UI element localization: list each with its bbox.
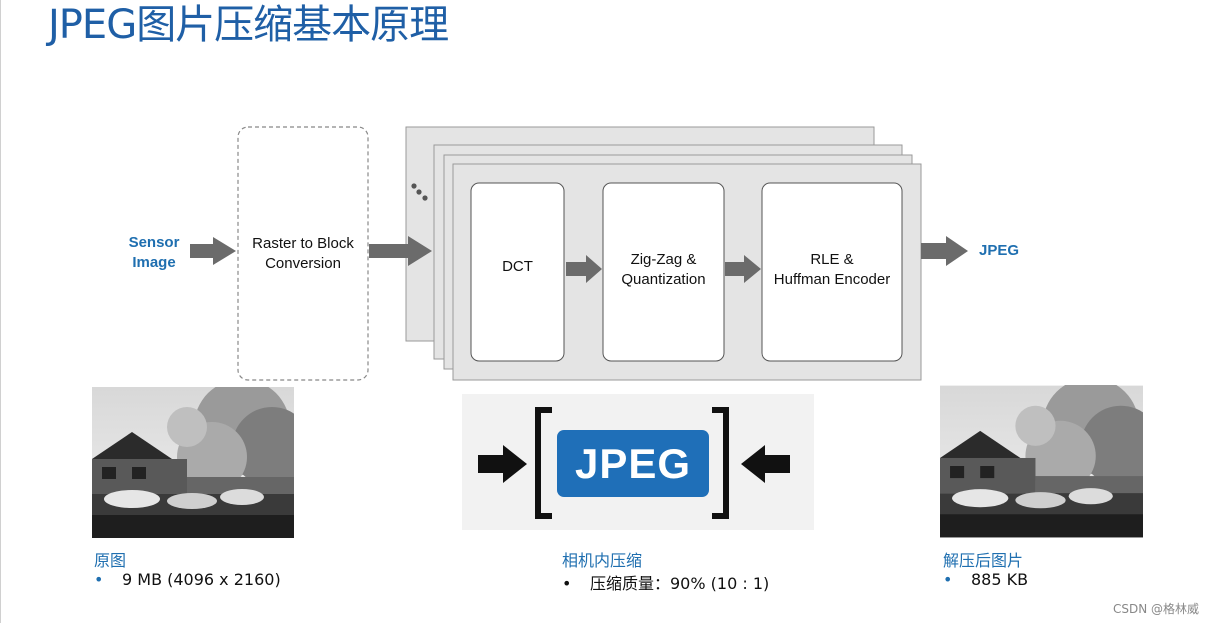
camera-bullet: • 压缩质量：90% (10 : 1) [562,570,769,594]
jpeg-compress-graphic [462,394,814,530]
bullet-dot: • [94,570,104,589]
page-title: JPEG图片压缩基本原理 [48,2,449,48]
decompressed-bullet: • 885 KB [943,570,1028,589]
original-size: 9 MB (4096 x 2160) [122,570,281,589]
original-bullet: • 9 MB (4096 x 2160) [94,570,281,589]
arrow-left-icon [741,445,790,483]
arrow-icon [725,255,761,283]
arrow-icon [566,255,602,283]
jpeg-badge [557,430,709,497]
original-caption: 原图 [94,551,127,570]
bullet-dot: • [562,574,572,593]
raster-label: Raster to Block Conversion [252,234,354,272]
sensor-image-label: Sensor Image [128,234,180,271]
left-border [0,0,1,623]
arrow-icon [190,237,236,265]
decompressed-caption: 解压后图片 [943,551,1024,570]
right-bracket-icon [712,407,729,519]
zigzag-label: Zig-Zag & Quantization [621,251,706,288]
left-bracket-icon [535,407,552,519]
jpeg-output-label: JPEG [978,242,1020,259]
rle-label: RLE & Huffman Encoder [773,251,891,288]
dct-box [470,182,565,362]
bullet-dot: • [943,570,953,589]
raster-box [237,126,369,381]
ellipsis-dot [422,195,428,201]
ellipsis-dot [411,183,417,189]
arrow-icon [921,236,968,266]
jpeg-badge-text: JPEG [574,439,692,487]
zigzag-box [602,182,725,362]
rle-box [761,182,903,362]
ellipsis-dot [416,189,422,195]
arrow-right-icon [478,445,527,483]
camera-quality: 压缩质量：90% (10 : 1) [590,574,770,593]
watermark: CSDN @格林威 [1112,602,1199,616]
decompressed-photo [940,385,1143,538]
decompressed-size: 885 KB [971,570,1029,589]
camera-caption: 相机内压缩 [562,551,643,570]
arrow-icon [369,236,432,266]
dct-label: DCT [502,258,533,275]
original-photo [92,387,294,538]
